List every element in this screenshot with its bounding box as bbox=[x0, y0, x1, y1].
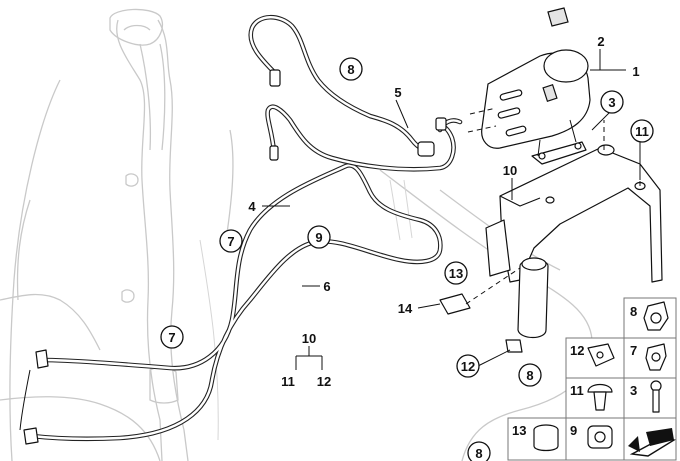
svg-text:11: 11 bbox=[635, 124, 649, 139]
callout-11: 11 bbox=[630, 119, 654, 143]
legend-label-12: 12 bbox=[570, 343, 584, 358]
callout-8-top: 8 bbox=[339, 57, 363, 81]
nut-clip-icon bbox=[587, 343, 615, 367]
screw-icon bbox=[650, 380, 662, 413]
label-4: 4 bbox=[248, 199, 256, 214]
svg-text:7: 7 bbox=[168, 330, 175, 345]
hose-clamp bbox=[417, 141, 435, 157]
fuel-lines bbox=[19, 14, 463, 445]
direction-arrow-icon bbox=[628, 428, 676, 457]
callout-13: 13 bbox=[444, 261, 468, 285]
callout-8-bottom: 8 bbox=[467, 441, 491, 461]
callout-7-middle: 7 bbox=[219, 229, 243, 253]
hose-end-fitting bbox=[269, 69, 281, 87]
callout-8-middle: 8 bbox=[518, 363, 542, 387]
grommet-icon bbox=[533, 424, 559, 452]
label-6: 6 bbox=[323, 279, 330, 294]
legend-label-13: 13 bbox=[512, 423, 526, 438]
callout-3: 3 bbox=[600, 90, 624, 114]
svg-text:8: 8 bbox=[475, 446, 482, 461]
svg-text:12: 12 bbox=[461, 359, 475, 374]
label-11-group: 11 bbox=[281, 374, 295, 389]
line-connector-rear bbox=[23, 427, 39, 445]
label-10-group: 10 bbox=[302, 331, 316, 346]
hose-clip-icon bbox=[643, 301, 669, 331]
carbon-canister bbox=[467, 49, 591, 165]
canister-bracket bbox=[485, 120, 663, 353]
parts-legend-grid: 8 12 7 11 3 13 9 bbox=[507, 297, 677, 461]
callout-7-lower: 7 bbox=[160, 325, 184, 349]
hose-connector bbox=[435, 117, 447, 131]
clamp-icon bbox=[587, 425, 613, 449]
label-1: 1 bbox=[632, 64, 639, 79]
legend-label-3: 3 bbox=[630, 383, 637, 398]
canister-pad bbox=[547, 7, 569, 27]
label-2: 2 bbox=[597, 34, 604, 49]
callout-12: 12 bbox=[456, 354, 480, 378]
callout-leaders bbox=[262, 49, 641, 370]
svg-text:13: 13 bbox=[449, 266, 463, 281]
label-14: 14 bbox=[398, 301, 413, 316]
expanding-rivet-icon bbox=[587, 383, 613, 411]
line-holder-icon bbox=[645, 343, 667, 371]
callout-9: 9 bbox=[307, 225, 331, 249]
svg-text:8: 8 bbox=[526, 368, 533, 383]
label-10-bracket: 10 bbox=[503, 163, 517, 178]
label-12-group: 12 bbox=[317, 374, 331, 389]
svg-text:9: 9 bbox=[315, 230, 322, 245]
svg-text:8: 8 bbox=[347, 62, 354, 77]
seal-pad bbox=[439, 293, 471, 315]
label-5: 5 bbox=[394, 85, 401, 100]
legend-label-7: 7 bbox=[630, 343, 637, 358]
line-connector-front bbox=[35, 349, 49, 369]
legend-cell-3 bbox=[623, 377, 677, 419]
svg-text:7: 7 bbox=[227, 234, 234, 249]
legend-label-8: 8 bbox=[630, 304, 637, 319]
legend-label-11: 11 bbox=[570, 383, 584, 398]
legend-label-9: 9 bbox=[570, 423, 577, 438]
svg-text:3: 3 bbox=[608, 95, 615, 110]
hose-end-fitting bbox=[269, 145, 279, 161]
